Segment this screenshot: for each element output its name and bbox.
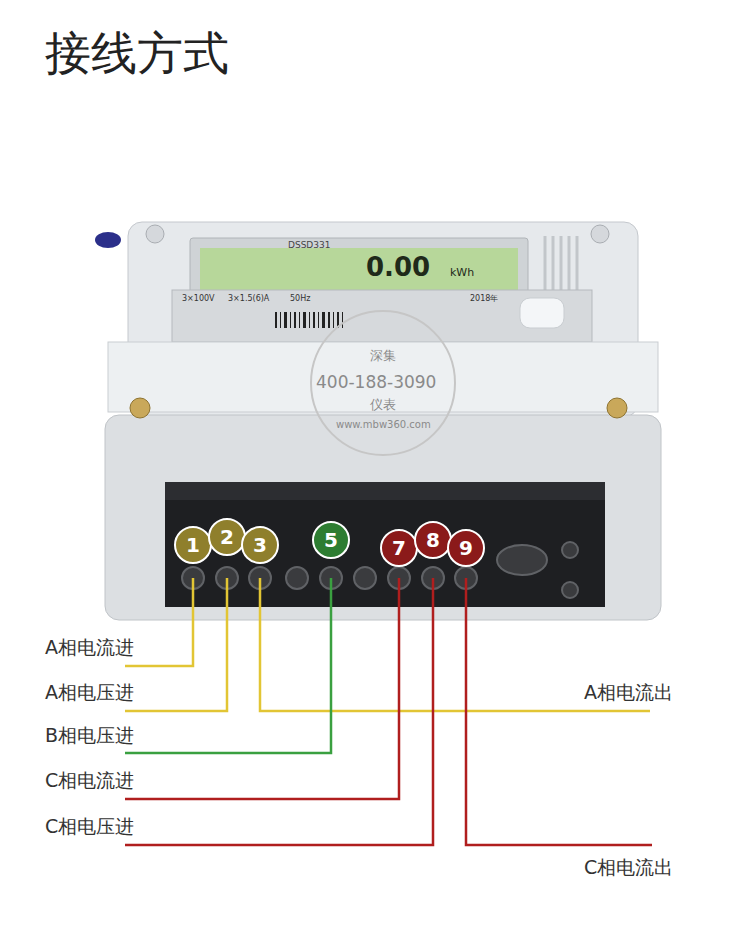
callout-circle: 1 [174, 526, 212, 564]
terminal-top [165, 482, 605, 500]
callout-circle: 2 [208, 518, 246, 556]
mount-ear [146, 225, 164, 243]
watermark: 仪表 [370, 397, 396, 413]
barcode [275, 312, 343, 328]
lcd-screen [200, 248, 518, 294]
callout-circle: 7 [380, 529, 418, 567]
callout-number: 2 [220, 525, 234, 549]
callout-number: 1 [186, 533, 200, 557]
wire-label: B相电压进 [45, 724, 134, 747]
wires [125, 578, 652, 845]
nameplate [172, 290, 592, 342]
wire-label: C相电压进 [45, 815, 134, 838]
rating-text: 3×1.5(6)A [228, 294, 269, 304]
lcd-reading: 0.00 [366, 252, 430, 283]
rating-text: 50Hz [290, 294, 310, 304]
terminal-block [165, 482, 605, 607]
lcd-unit: kWh [450, 266, 474, 279]
watermark-ring [311, 311, 455, 455]
model-number: DSSD331 [288, 240, 330, 251]
seal-screw [130, 398, 150, 418]
terminal-cover [105, 415, 661, 620]
callout-circle: 3 [241, 526, 279, 564]
wire-label: C相电流进 [45, 769, 134, 792]
rating-text: 3×100V [182, 294, 215, 304]
rating-text: 2018年 [470, 294, 498, 304]
vents [545, 236, 577, 290]
watermark: 深集 [370, 348, 396, 364]
callout-circle: 5 [312, 521, 350, 559]
wire-label: A相电流出 [584, 681, 673, 704]
callout-number: 9 [459, 536, 473, 560]
optical-port [520, 298, 564, 328]
seal-screw [607, 398, 627, 418]
page-title: 接线方式 [45, 26, 229, 81]
callout-circle: 9 [447, 529, 485, 567]
mount-ear [591, 225, 609, 243]
indicator-button [95, 232, 121, 248]
meter-band [108, 342, 658, 412]
watermark: www.mbw360.com [336, 419, 431, 431]
callout-number: 8 [426, 528, 440, 552]
callout-number: 5 [324, 528, 338, 552]
watermark: 400-188-3090 [316, 372, 436, 392]
callout-number: 7 [392, 536, 406, 560]
callout-number: 3 [253, 533, 267, 557]
wire-label: A相电压进 [45, 681, 134, 704]
wire-label: A相电流进 [45, 636, 134, 659]
wire-label: C相电流出 [584, 856, 673, 879]
callout-circle: 8 [414, 521, 452, 559]
